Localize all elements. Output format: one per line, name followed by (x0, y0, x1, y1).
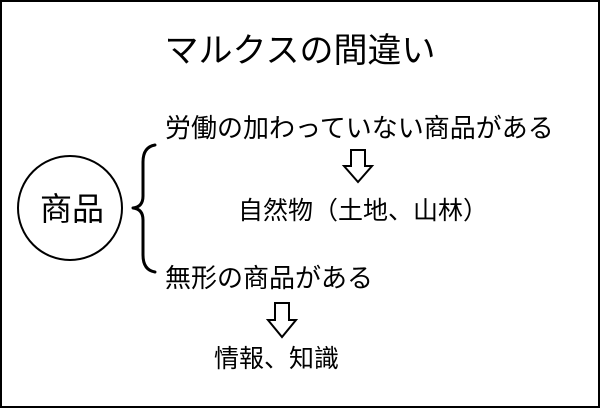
curly-brace (131, 143, 157, 274)
down-arrow-icon (341, 149, 375, 184)
branch-label: 労働の加わっていない商品がある (165, 114, 554, 144)
center-node-label: 商品 (39, 190, 104, 228)
diagram-title: マルクスの間違い (164, 31, 436, 71)
branch-result: 自然物（土地、山林） (238, 196, 489, 225)
branch-result: 情報、知識 (214, 344, 340, 373)
center-node-circle (17, 155, 123, 261)
branch-label: 無形の商品がある (165, 264, 374, 294)
down-arrow-icon (265, 302, 299, 339)
